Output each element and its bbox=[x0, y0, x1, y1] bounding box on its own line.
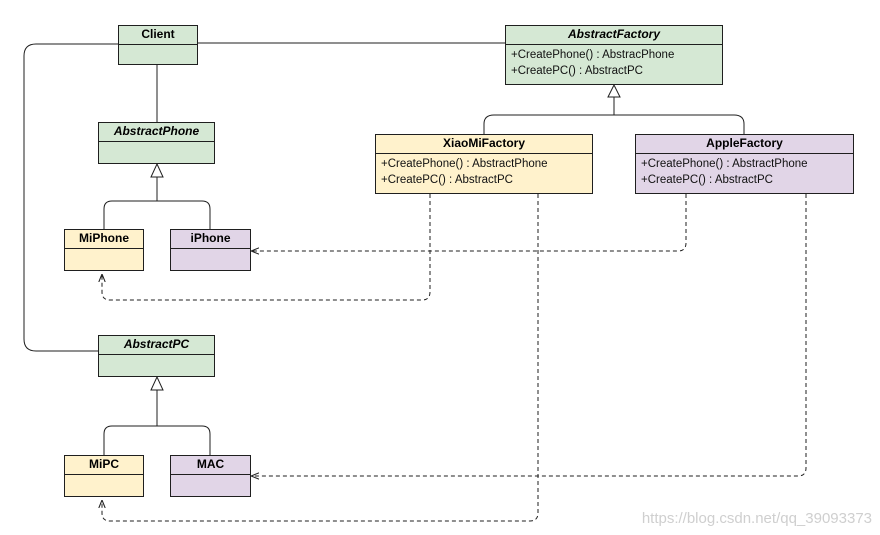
class-mac: MAC bbox=[170, 455, 251, 497]
factory-generalization-arrowhead bbox=[607, 83, 621, 98]
class-abstract-phone: AbstractPhone bbox=[98, 122, 215, 164]
operation-create-pc: +CreatePC() : AbstractPC bbox=[511, 65, 643, 77]
operation-create-phone: +CreatePhone() : AbstractPhone bbox=[381, 158, 548, 170]
xiaomi-creates-mipc-dependency bbox=[102, 194, 539, 522]
operation-create-pc: +CreatePC() : AbstractPC bbox=[381, 174, 513, 186]
class-name: MAC bbox=[171, 456, 250, 475]
class-mipc: MiPC bbox=[64, 455, 144, 497]
factory-inheritance-bus bbox=[483, 114, 745, 134]
class-name: Client bbox=[119, 26, 197, 45]
xiaomi-creates-miphone-dependency bbox=[102, 194, 431, 301]
class-client: Client bbox=[118, 25, 198, 65]
class-name: iPhone bbox=[171, 230, 250, 249]
class-abstract-factory: AbstractFactory +CreatePhone() : Abstrac… bbox=[505, 25, 723, 85]
operation-create-phone: +CreatePhone() : AbstractPhone bbox=[641, 158, 808, 170]
class-name: AppleFactory bbox=[636, 135, 853, 154]
class-name: AbstractPC bbox=[99, 336, 214, 355]
phone-generalization-arrowhead bbox=[150, 162, 164, 178]
phone-inheritance-bus bbox=[103, 200, 211, 229]
class-name: MiPC bbox=[65, 456, 143, 475]
operation-create-pc: +CreatePC() : AbstractPC bbox=[641, 174, 773, 186]
pc-generalization-arrowhead bbox=[150, 375, 164, 391]
class-xiaomi-factory: XiaoMiFactory +CreatePhone() : AbstractP… bbox=[375, 134, 593, 194]
apple-creates-mac-dependency bbox=[251, 194, 807, 476]
class-miphone: MiPhone bbox=[64, 229, 144, 271]
class-name: XiaoMiFactory bbox=[376, 135, 592, 154]
client-to-abstractpc-association bbox=[23, 43, 118, 352]
class-abstract-pc: AbstractPC bbox=[98, 335, 215, 377]
operation-create-phone: +CreatePhone() : AbstracPhone bbox=[511, 49, 675, 61]
class-name: AbstractFactory bbox=[506, 26, 722, 45]
class-name: AbstractPhone bbox=[99, 123, 214, 142]
pc-inheritance-bus bbox=[103, 425, 211, 455]
class-apple-factory: AppleFactory +CreatePhone() : AbstractPh… bbox=[635, 134, 854, 194]
class-name: MiPhone bbox=[65, 230, 143, 249]
apple-creates-iphone-dependency bbox=[251, 194, 687, 251]
watermark: https://blog.csdn.net/qq_39093373 bbox=[641, 510, 872, 527]
class-iphone: iPhone bbox=[170, 229, 251, 271]
